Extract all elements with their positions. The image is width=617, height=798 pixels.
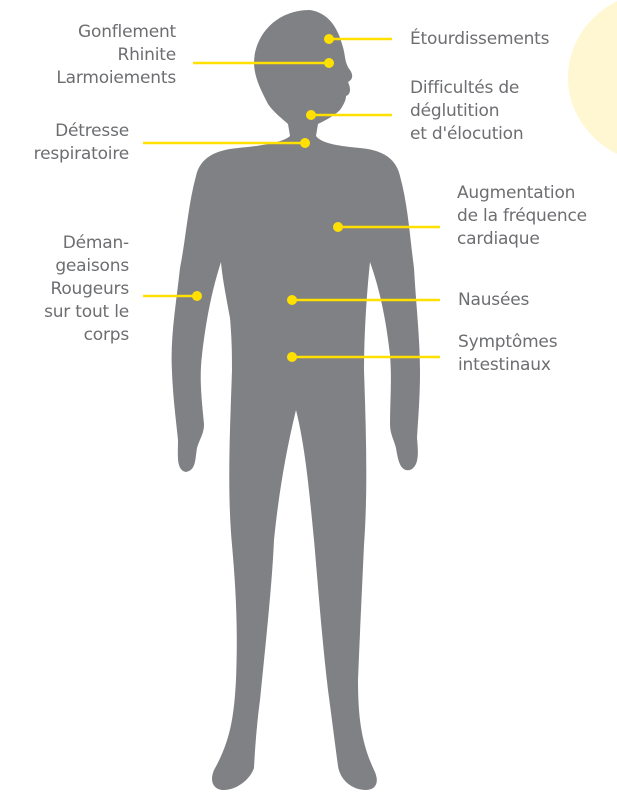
- label-itching-line-5: corps: [44, 324, 129, 347]
- label-heart-rate: Augmentation de la fréquence cardiaque: [457, 182, 587, 251]
- marker-dot-swelling: [324, 58, 334, 68]
- label-respiratory: Détresse respiratoire: [34, 120, 129, 166]
- label-intestinal-line-2: intestinaux: [458, 354, 557, 377]
- label-swallowing-line-3: et d'élocution: [410, 123, 523, 146]
- label-heart-rate-line-1: Augmentation: [457, 182, 587, 205]
- marker-dot-respiratory: [300, 138, 310, 148]
- human-silhouette: [172, 10, 420, 790]
- marker-dot-itching: [192, 291, 202, 301]
- label-dizziness: Étourdissements: [410, 28, 549, 51]
- label-respiratory-line-2: respiratoire: [34, 143, 129, 166]
- label-swallowing-line-1: Difficultés de: [410, 77, 523, 100]
- label-itching-line-3: Rougeurs: [44, 278, 129, 301]
- label-itching-line-1: Déman-: [44, 232, 129, 255]
- label-swallowing-line-2: déglutition: [410, 100, 523, 123]
- label-dizziness-line-1: Étourdissements: [410, 28, 549, 51]
- marker-dot-dizziness: [324, 34, 334, 44]
- label-itching-line-2: geaisons: [44, 255, 129, 278]
- label-itching-line-4: sur tout le: [44, 301, 129, 324]
- label-intestinal: Symptômes intestinaux: [458, 331, 557, 377]
- label-heart-rate-line-2: de la fréquence: [457, 205, 587, 228]
- label-respiratory-line-1: Détresse: [34, 120, 129, 143]
- label-swelling-line-2: Rhinite: [56, 44, 176, 67]
- label-swelling-line-3: Larmoiements: [56, 67, 176, 90]
- label-heart-rate-line-3: cardiaque: [457, 228, 587, 251]
- label-itching: Déman- geaisons Rougeurs sur tout le cor…: [44, 232, 129, 347]
- marker-dot-intestinal: [287, 352, 297, 362]
- label-swallowing: Difficultés de déglutition et d'élocutio…: [410, 77, 523, 146]
- marker-dot-heart-rate: [333, 222, 343, 232]
- label-swelling-line-1: Gonflement: [56, 21, 176, 44]
- label-nausea: Nausées: [458, 289, 529, 312]
- label-intestinal-line-1: Symptômes: [458, 331, 557, 354]
- marker-dot-swallowing: [306, 110, 316, 120]
- label-swelling: Gonflement Rhinite Larmoiements: [56, 21, 176, 90]
- marker-dot-nausea: [287, 295, 297, 305]
- label-nausea-line-1: Nausées: [458, 289, 529, 312]
